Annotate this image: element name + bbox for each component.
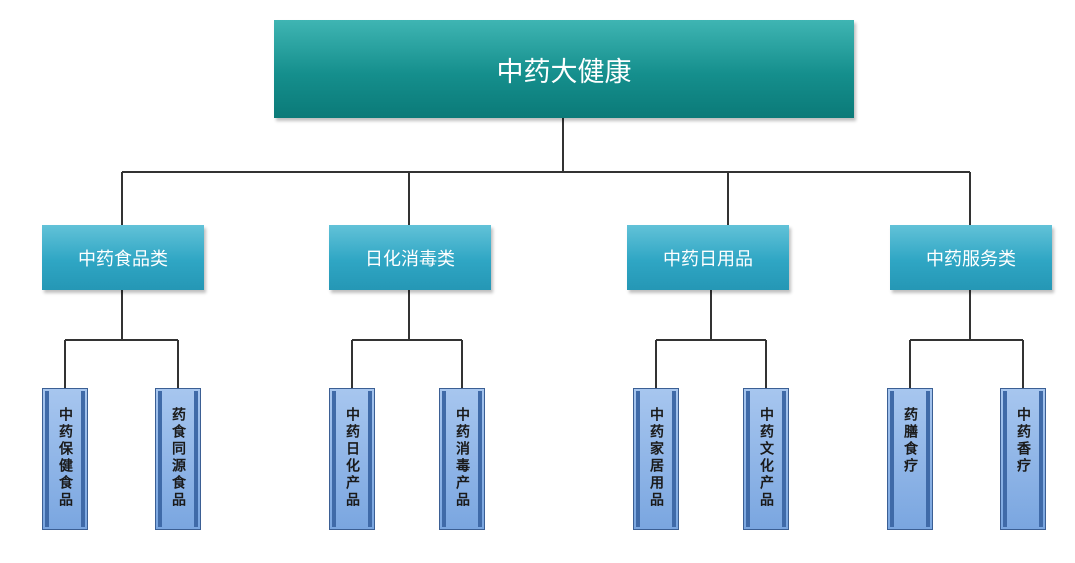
root-node-label: 中药大健康 — [496, 56, 632, 88]
leaf-node-label: 中药日化产品 — [344, 407, 360, 509]
leaf-node-label: 中药文化产品 — [758, 407, 774, 509]
category-node-3: 中药日用品 — [627, 225, 789, 290]
category-node-label: 中药日用品 — [663, 248, 753, 270]
leaf-node-4-2: 中药香疗 — [1000, 388, 1046, 530]
leaf-node-label: 中药保健食品 — [57, 407, 73, 509]
category-node-label: 中药服务类 — [926, 248, 1016, 270]
leaf-node-label: 中药家居用品 — [648, 407, 664, 509]
leaf-node-label: 中药消毒产品 — [454, 407, 470, 509]
leaf-node-label: 中药香疗 — [1015, 407, 1031, 475]
leaf-node-label: 药膳食疗 — [902, 407, 918, 475]
category-node-4: 中药服务类 — [890, 225, 1052, 290]
leaf-node-1-2: 药食同源食品 — [155, 388, 201, 530]
leaf-node-1-1: 中药保健食品 — [42, 388, 88, 530]
category-node-1: 中药食品类 — [42, 225, 204, 290]
leaf-node-4-1: 药膳食疗 — [887, 388, 933, 530]
leaf-node-2-1: 中药日化产品 — [329, 388, 375, 530]
category-node-label: 中药食品类 — [78, 248, 168, 270]
category-node-2: 日化消毒类 — [329, 225, 491, 290]
root-node: 中药大健康 — [274, 20, 854, 118]
leaf-node-3-2: 中药文化产品 — [743, 388, 789, 530]
leaf-node-2-2: 中药消毒产品 — [439, 388, 485, 530]
leaf-node-3-1: 中药家居用品 — [633, 388, 679, 530]
leaf-node-label: 药食同源食品 — [170, 407, 186, 509]
category-node-label: 日化消毒类 — [365, 248, 455, 270]
